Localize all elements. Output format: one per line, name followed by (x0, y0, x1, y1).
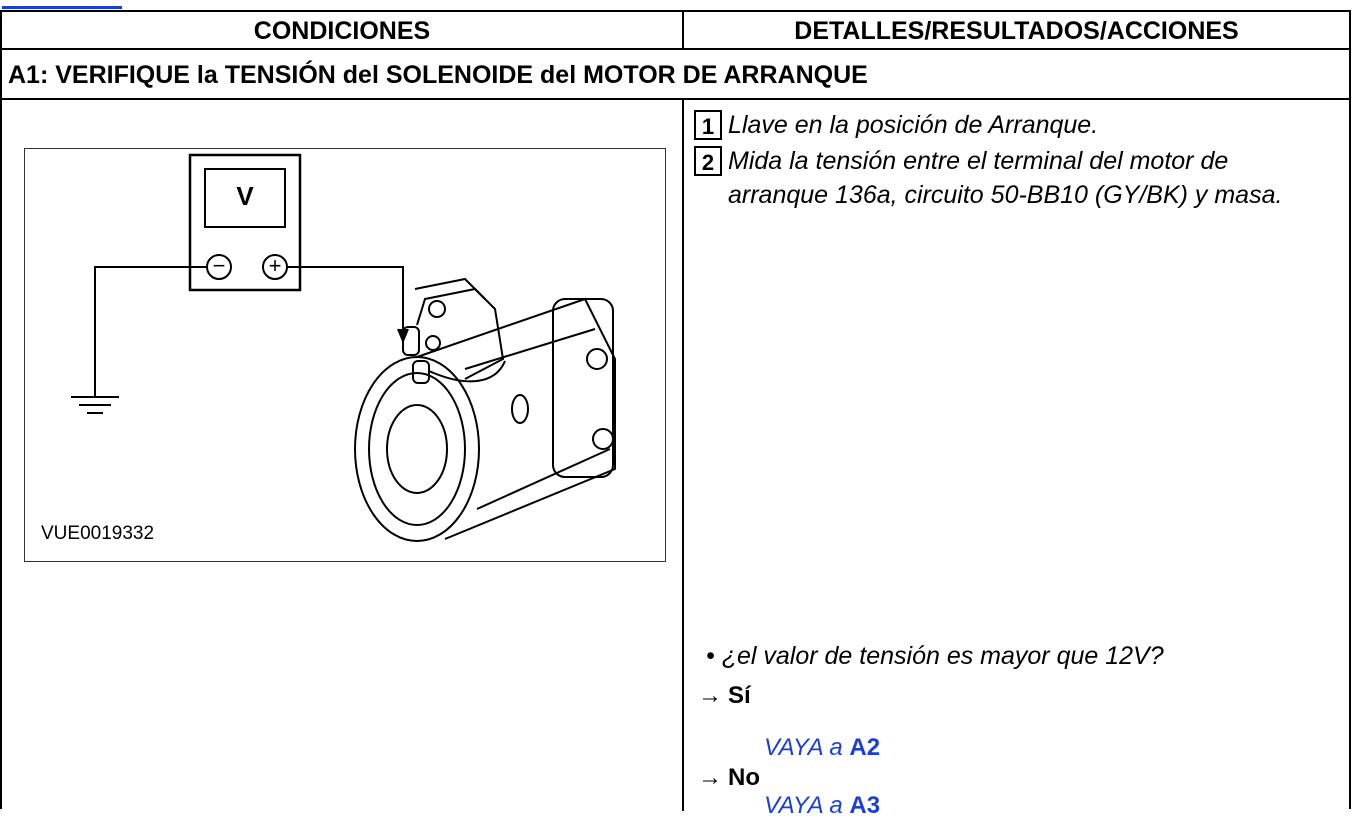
header-row: CONDICIONES DETALLES/RESULTADOS/ACCIONES (2, 12, 1349, 50)
goto-text: VAYA a (764, 734, 843, 761)
voltmeter-figure: V − + VUE0019332 (24, 148, 666, 562)
step-text: Llave en la posición de Arranque. (728, 111, 1099, 139)
header-conditions: CONDICIONES (2, 12, 684, 48)
step-list: 1 Llave en la posición de Arranque. 2 Mi… (694, 108, 1334, 214)
goto-target[interactable]: A2 (849, 734, 881, 761)
goto-target[interactable]: A3 (849, 792, 881, 819)
answer-label: Sí (728, 682, 751, 709)
goto-text: VAYA a (764, 792, 843, 819)
voltmeter-body (188, 153, 302, 292)
diagnostic-table: CONDICIONES DETALLES/RESULTADOS/ACCIONES… (0, 10, 1351, 819)
answer-yes: →Sí (698, 682, 751, 710)
result-question: • ¿el valor de tensión es mayor que 12V? (706, 642, 1164, 670)
goto-a3-link[interactable]: VAYA a A3 (764, 792, 880, 820)
step-title: A1: VERIFIQUE la TENSIÓN del SOLENOIDE d… (8, 61, 868, 89)
step-body-row: V − + VUE0019332 1 Llave en la posición … (2, 100, 1349, 819)
column-divider (682, 100, 684, 811)
voltmeter-display (204, 168, 286, 228)
header-details: DETALLES/RESULTADOS/ACCIONES (794, 17, 1239, 45)
step-item: 2 Mida la tensión entre el terminal del … (694, 144, 1334, 212)
top-link[interactable] (2, 0, 122, 9)
step-text: Mida la tensión entre el terminal del mo… (728, 147, 1283, 209)
probe-wire (287, 266, 404, 329)
arrow-right-icon: → (698, 764, 722, 791)
voltmeter-label: V (236, 181, 254, 211)
answer-label: No (728, 764, 760, 791)
step-title-row: A1: VERIFIQUE la TENSIÓN del SOLENOIDE d… (2, 50, 1349, 100)
goto-a2-link[interactable]: VAYA a A2 (764, 734, 880, 762)
step-number: 1 (694, 110, 722, 140)
starter-motor-icon (354, 277, 616, 542)
figure-code: VUE0019332 (41, 523, 155, 544)
step-number: 2 (694, 146, 722, 176)
arrow-right-icon: → (698, 682, 722, 709)
answer-no: →No (698, 764, 760, 792)
plus-symbol: + (268, 253, 282, 278)
ground-wire (94, 266, 207, 397)
step-item: 1 Llave en la posición de Arranque. (694, 108, 1334, 142)
minus-symbol: − (212, 253, 226, 278)
starter-motor-diagram (71, 153, 616, 542)
